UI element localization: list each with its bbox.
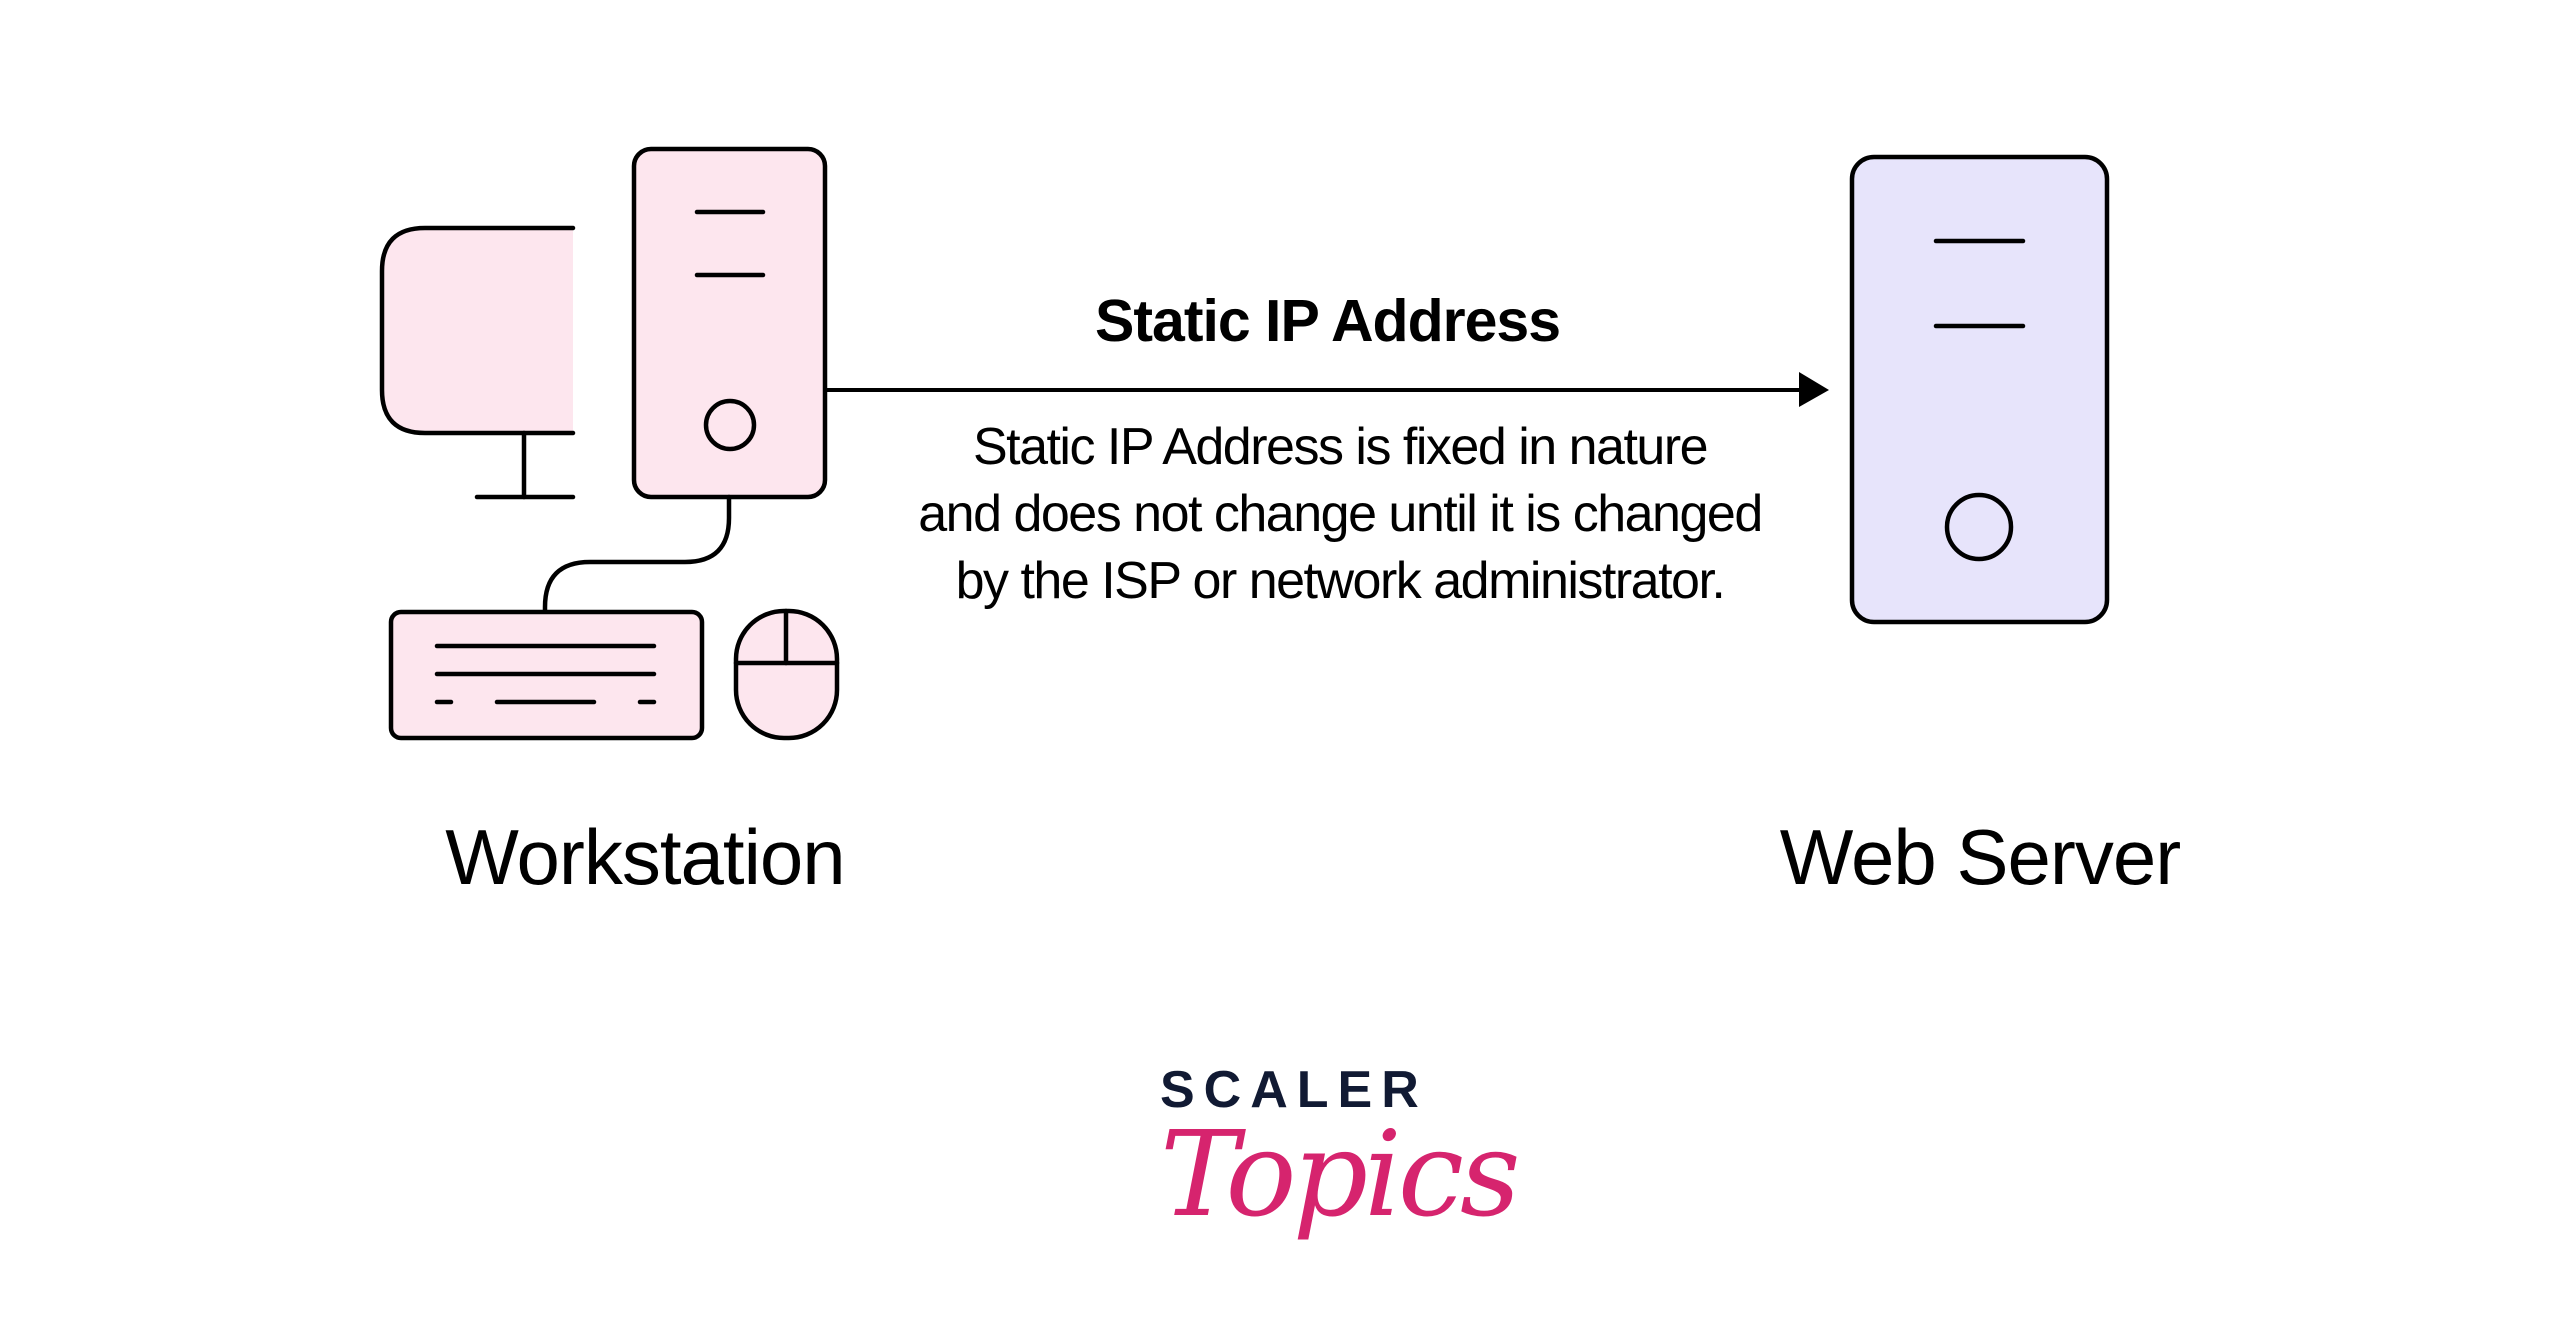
logo-product-text: Topics	[1160, 1105, 1521, 1243]
edge-description: Static IP Address is fixed in nature and…	[820, 414, 1860, 615]
edge-label: Static IP Address	[1095, 288, 1561, 354]
mouse-icon	[733, 608, 840, 741]
tower-icon	[631, 146, 828, 500]
connection-arrow	[825, 372, 1829, 407]
arrowhead-icon	[1799, 372, 1829, 407]
monitor-icon	[379, 225, 576, 500]
description-line: by the ISP or network administrator.	[955, 552, 1726, 610]
logo-brand-text: SCALER	[1160, 1061, 1428, 1119]
description-line: and does not change until it is changed	[918, 485, 1763, 543]
cable-line	[542, 494, 732, 615]
description-line: Static IP Address is fixed in nature	[972, 418, 1709, 476]
server-icon	[1849, 154, 2110, 625]
workstation-icon	[379, 146, 840, 741]
workstation-label: Workstation	[445, 813, 845, 901]
keyboard-icon	[388, 609, 705, 741]
web-server-label: Web Server	[1779, 813, 2181, 901]
